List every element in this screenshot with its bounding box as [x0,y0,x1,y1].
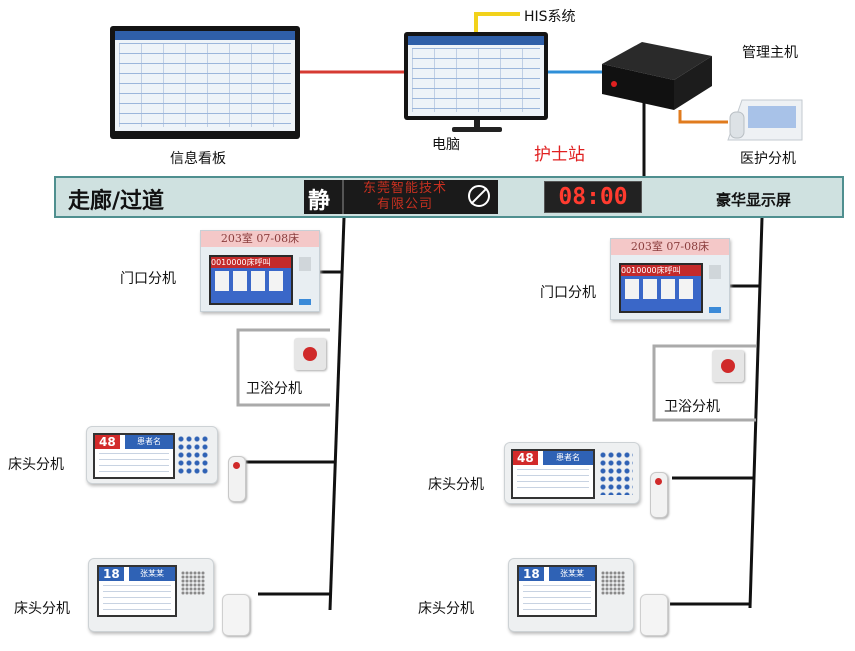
bed1-handset [228,456,246,502]
door-screen-right: 0010000床呼叫 [619,263,703,313]
door-room-label-right: 203室 07-08床 [611,239,729,255]
staff-card [233,271,247,291]
door-ticker-right: 0010000床呼叫 [621,265,701,276]
door-extension-left-device: 203室 07-08床 0010000床呼叫 [200,230,320,312]
door-speaker [299,257,311,271]
info-board-grid [119,43,291,127]
left-bath-line [236,328,330,407]
computer-screen [408,36,544,116]
host-to-extension-link [678,110,728,124]
corridor-bar: 走廊/过道 静 东莞智能技术 有限公司 08:00 豪华显示屏 [54,176,844,218]
his-link [474,12,520,38]
bathroom-call-button-right [712,350,744,382]
info-board-monitor [110,26,300,139]
bedside-extension-2-device: 18 张某某 [88,558,214,632]
bed4-pillow-button [640,594,668,636]
bed2-screen: 18 张某某 [97,565,177,617]
staff-card [661,279,675,299]
staff-card [625,279,639,299]
company-line-1: 东莞智能技术 [362,181,447,196]
info-board-header-bar [115,31,295,40]
door-ticker-left: 0010000床呼叫 [211,257,291,268]
management-host-device [602,42,712,110]
his-system-label: HIS系统 [524,9,576,25]
bed3-info-lines [517,469,589,493]
bed3-screen: 48 患者名 [511,449,595,499]
door-room-label-left: 203室 07-08床 [201,231,319,247]
bed2-info-lines [103,585,171,611]
right-bus-line [748,217,764,609]
bed1-number: 48 [95,435,120,449]
led-sign-display: 静 东莞智能技术 有限公司 [304,180,498,214]
bathroom-extension-left-label: 卫浴分机 [246,381,302,397]
bedside-extension-3-label: 床头分机 [428,477,484,493]
door-screen-left: 0010000床呼叫 [209,255,293,305]
bed1-header: 患者名 [125,435,173,449]
bedside-extension-1-device: 48 患者名 [86,426,218,484]
bed1-keypad [177,435,209,475]
management-host-label: 管理主机 [742,45,798,61]
medical-extension-device [727,99,803,141]
bed2-speaker [181,571,205,595]
right-bath-line [652,344,756,422]
bed4-screen: 18 张某某 [517,565,597,617]
led-sign-divider [342,180,344,214]
bed4-speaker [601,571,625,595]
bed3-keypad [599,451,633,495]
bed2-number: 18 [99,567,124,581]
computer-header-bar [408,36,544,45]
staff-card [643,279,657,299]
computer-grid [412,48,540,112]
bed4-info-lines [523,585,591,611]
corridor-title: 走廊/过道 [68,189,165,214]
info-board-label: 信息看板 [170,151,226,167]
medical-extension-label: 医护分机 [740,151,796,167]
bed3-header: 患者名 [543,451,593,465]
door-extension-right-label: 门口分机 [540,285,596,301]
bed4-number: 18 [519,567,544,581]
bedside-extension-1-label: 床头分机 [8,457,64,473]
no-smoking-icon [468,185,490,207]
company-line-2: 有限公司 [376,197,433,212]
bedside-extension-4-label: 床头分机 [418,601,474,617]
nurse-station-label: 护士站 [534,145,585,165]
led-sign-company: 东莞智能技术 有限公司 [346,181,464,213]
door-speaker [709,265,721,279]
computer-label: 电脑 [432,137,460,153]
staff-card [679,279,693,299]
bedside-extension-2-label: 床头分机 [14,601,70,617]
computer-base [452,127,502,132]
bathroom-call-button-left [294,338,326,370]
quiet-character: 静 [308,189,331,214]
bedside-extension-3-device: 48 患者名 [504,442,640,504]
door-extension-right-device: 203室 07-08床 0010000床呼叫 [610,238,730,320]
computer-stand [474,120,480,127]
clock-display: 08:00 [544,181,642,213]
door-indicator [299,299,311,305]
computer-monitor [404,32,548,120]
bed1-info-lines [99,453,169,473]
bed2-pillow-button [222,594,250,636]
info-board-screen [115,31,295,131]
staff-card [215,271,229,291]
bed4-header: 张某某 [549,567,595,581]
bedside-extension-4-device: 18 张某某 [508,558,634,632]
door-indicator [709,307,721,313]
staff-card [269,271,283,291]
deluxe-display-label: 豪华显示屏 [716,191,792,209]
bathroom-extension-right-label: 卫浴分机 [664,399,720,415]
bed1-screen: 48 患者名 [93,433,175,479]
left-bus-line [328,217,346,611]
bed2-header: 张某某 [129,567,175,581]
bed3-number: 48 [513,451,538,465]
staff-card [251,271,265,291]
bed3-handset [650,472,668,518]
door-extension-left-label: 门口分机 [120,271,176,287]
